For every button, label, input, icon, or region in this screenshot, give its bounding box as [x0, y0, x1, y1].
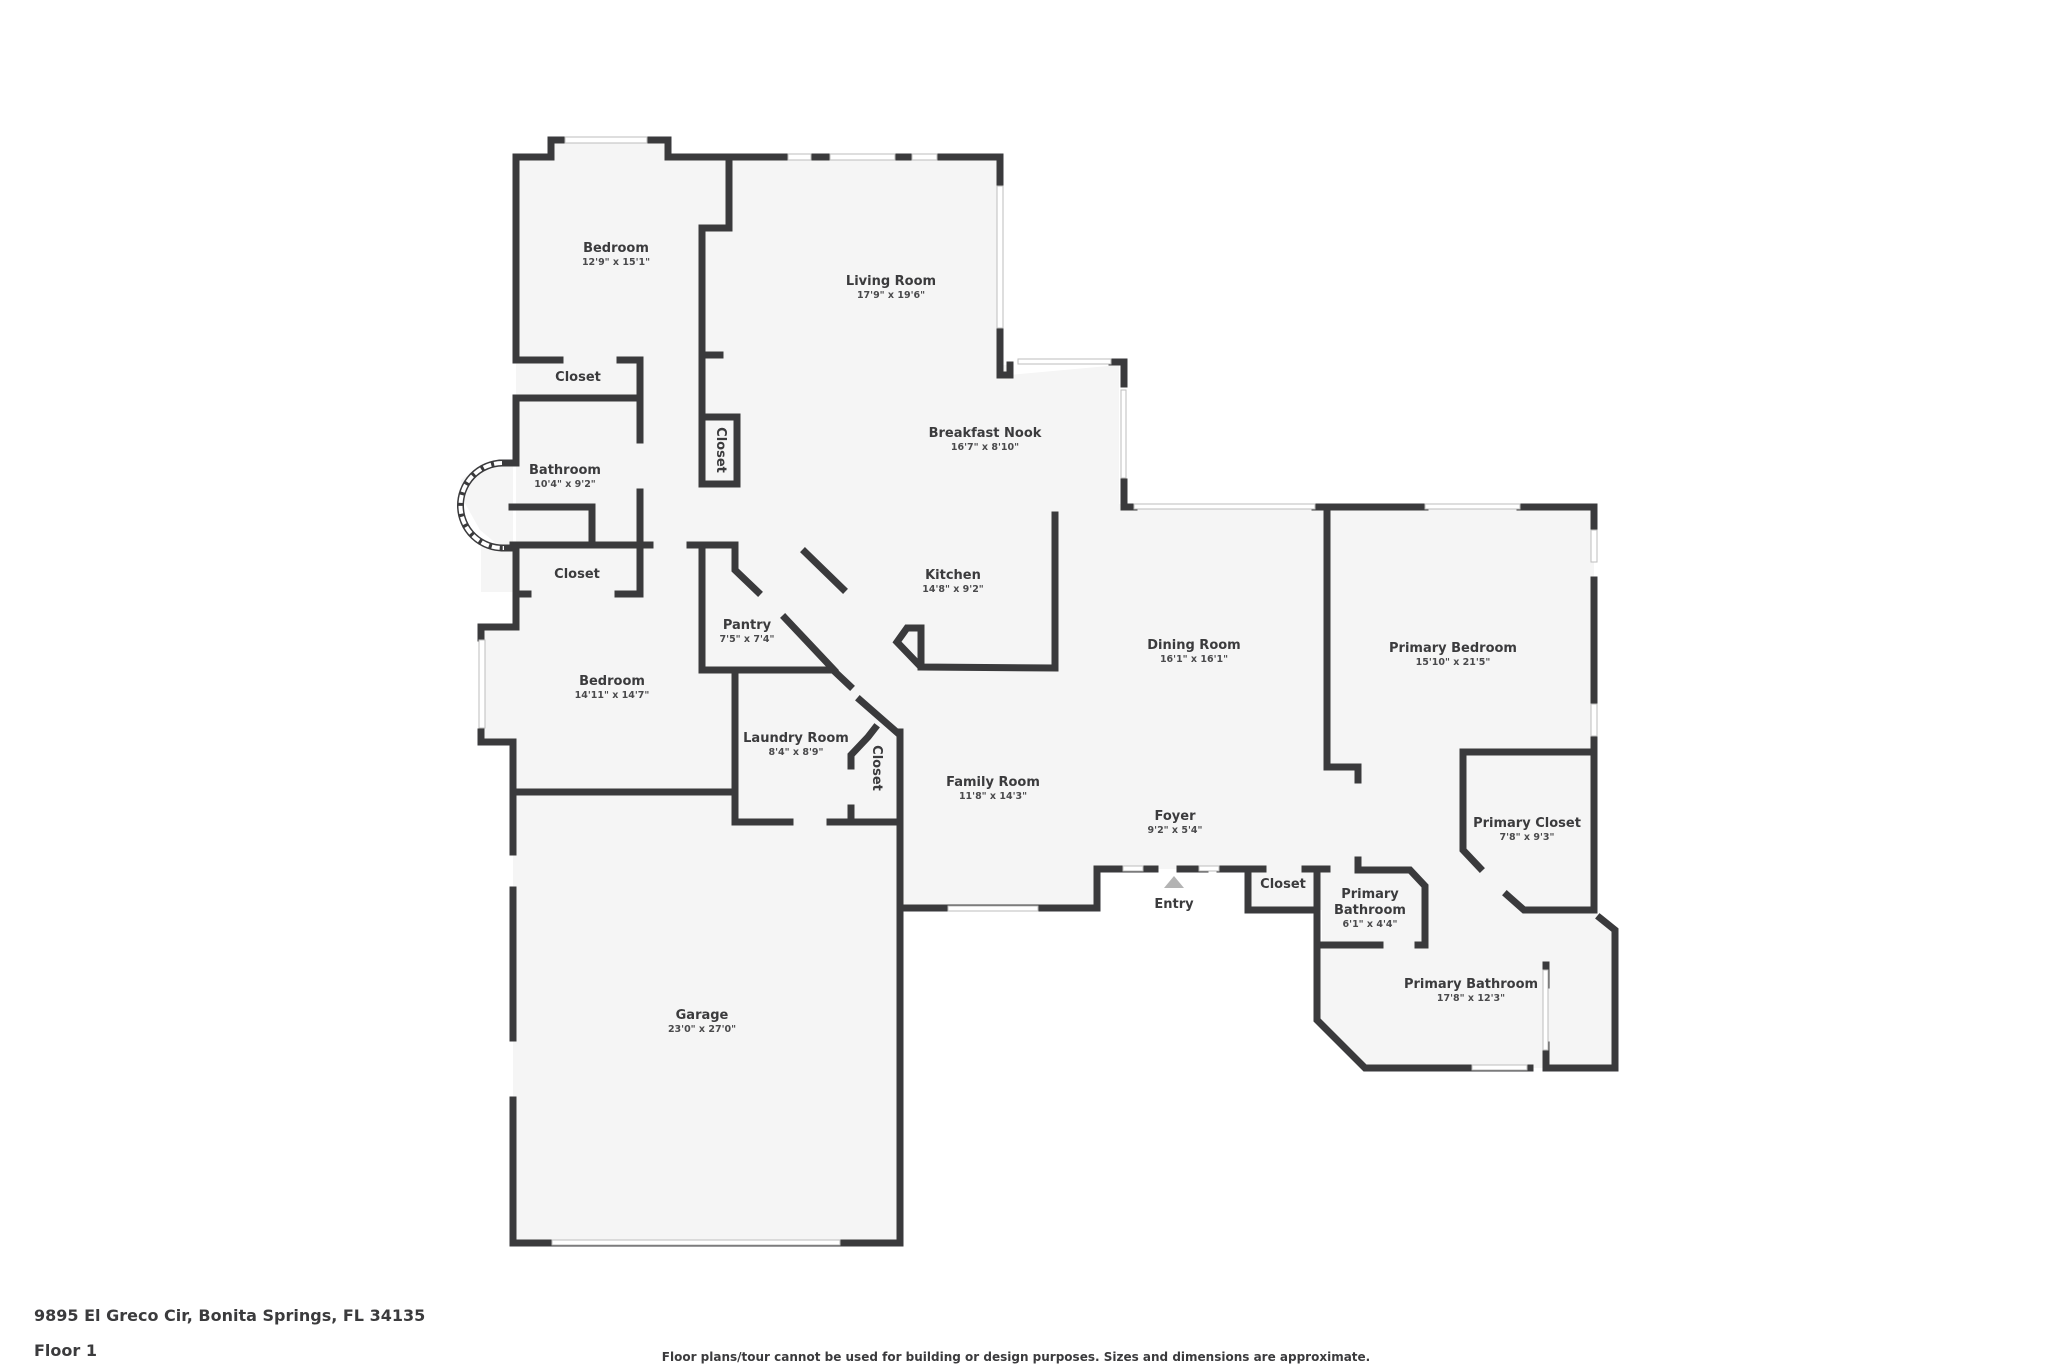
- room-dimensions: 10'4" x 9'2": [534, 479, 596, 490]
- room-name: Bedroom: [583, 241, 649, 256]
- room-breakfast-nook: Breakfast Nook 16'7" x 8'10": [929, 426, 1042, 454]
- room-dimensions: 17'9" x 19'6": [856, 290, 926, 301]
- room-dimensions: 11'8" x 14'3": [958, 791, 1028, 802]
- room-kitchen: Kitchen 14'8" x 9'2": [922, 568, 984, 596]
- entry-label: Entry: [1154, 897, 1193, 913]
- room-family-room: Family Room 11'8" x 14'3": [946, 775, 1040, 803]
- room-dimensions: 16'7" x 8'10": [950, 442, 1020, 453]
- room-primary-bathroom-small: Primary Bathroom 6'1" x 4'4": [1330, 887, 1410, 931]
- disclaimer-text: Floor plans/tour cannot be used for buil…: [661, 1350, 1371, 1364]
- room-dimensions: 9'2" x 5'4": [1147, 825, 1203, 836]
- room-name: Bedroom: [579, 674, 645, 689]
- room-dimensions: 14'8" x 9'2": [922, 584, 984, 595]
- room-name: Laundry Room: [743, 731, 849, 746]
- room-dimensions: 7'5" x 7'4": [719, 634, 775, 645]
- room-closet-entry: Closet: [1260, 877, 1306, 893]
- entry-text: Entry: [1154, 897, 1194, 912]
- room-name: Primary Bathroom: [1334, 887, 1406, 918]
- room-closet-1: Closet: [555, 370, 601, 386]
- room-dimensions: 7'8" x 9'3": [1499, 832, 1555, 843]
- room-bathroom: Bathroom 10'4" x 9'2": [529, 463, 601, 491]
- entry-arrow-icon: [1164, 876, 1184, 888]
- room-closet-2: Closet: [554, 567, 600, 583]
- room-name: Closet: [713, 427, 728, 473]
- room-name: Closet: [555, 370, 601, 385]
- room-name: Garage: [675, 1008, 729, 1023]
- room-name: Breakfast Nook: [928, 426, 1042, 441]
- room-name: Bathroom: [529, 463, 601, 478]
- room-name: Primary Bedroom: [1389, 641, 1517, 656]
- property-address: 9895 El Greco Cir, Bonita Springs, FL 34…: [34, 1306, 426, 1325]
- room-name: Foyer: [1154, 809, 1196, 824]
- room-dimensions: 12'9" x 15'1": [581, 257, 651, 268]
- room-primary-closet: Primary Closet 7'8" x 9'3": [1473, 816, 1581, 844]
- room-closet-laundry: Closet: [868, 745, 884, 791]
- room-name: Primary Closet: [1473, 816, 1581, 831]
- room-dimensions: 17'8" x 12'3": [1436, 993, 1506, 1004]
- room-name: Closet: [554, 567, 600, 582]
- room-dimensions: 15'10" x 21'5": [1415, 657, 1491, 668]
- room-closet-hall: Closet: [712, 427, 728, 473]
- room-foyer: Foyer 9'2" x 5'4": [1148, 809, 1203, 837]
- windows: [478, 136, 1598, 1246]
- room-garage: Garage 23'0" x 27'0": [668, 1008, 736, 1036]
- room-primary-bathroom: Primary Bathroom 17'8" x 12'3": [1404, 977, 1538, 1005]
- room-name: Dining Room: [1147, 638, 1241, 653]
- room-dining-room: Dining Room 16'1" x 16'1": [1147, 638, 1240, 666]
- room-name: Primary Bathroom: [1403, 977, 1539, 992]
- room-dimensions: 14'11" x 14'7": [574, 690, 650, 701]
- room-name: Kitchen: [925, 568, 981, 583]
- room-living-room: Living Room 17'9" x 19'6": [846, 274, 936, 302]
- room-bedroom-2: Bedroom 14'11" x 14'7": [575, 674, 650, 702]
- room-name: Living Room: [845, 274, 937, 289]
- room-name: Closet: [869, 745, 884, 791]
- room-dimensions: 16'1" x 16'1": [1159, 654, 1229, 665]
- room-dimensions: 6'1" x 4'4": [1342, 919, 1398, 930]
- room-name: Pantry: [722, 618, 772, 633]
- room-primary-bedroom: Primary Bedroom 15'10" x 21'5": [1389, 641, 1517, 669]
- room-name: Family Room: [946, 775, 1040, 790]
- room-laundry-room: Laundry Room 8'4" x 8'9": [743, 731, 849, 759]
- room-name: Closet: [1260, 877, 1306, 892]
- room-bedroom-1: Bedroom 12'9" x 15'1": [582, 241, 650, 269]
- room-dimensions: 23'0" x 27'0": [667, 1024, 737, 1035]
- floor-label: Floor 1: [34, 1341, 97, 1360]
- room-dimensions: 8'4" x 8'9": [768, 747, 824, 758]
- room-pantry: Pantry 7'5" x 7'4": [720, 618, 775, 646]
